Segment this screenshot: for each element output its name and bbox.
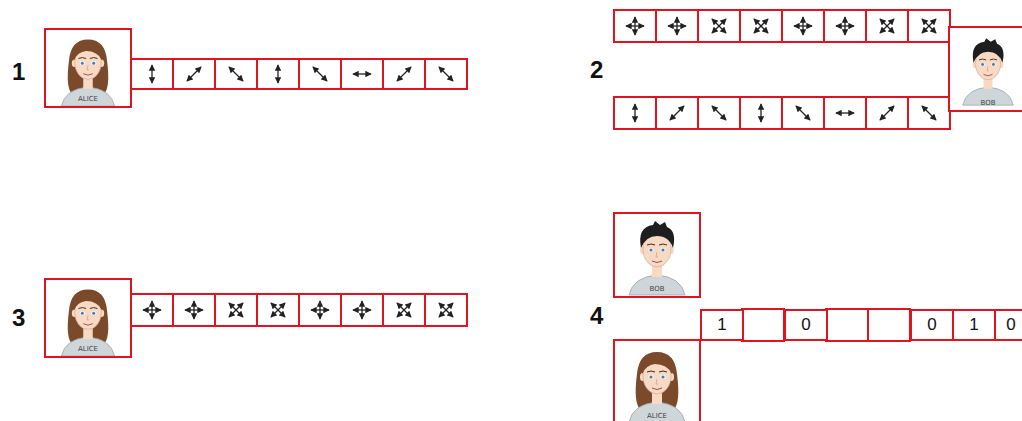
bit-value: 0 [1006,315,1015,335]
name-tag: BOB [650,285,665,293]
step-number: 1 [12,58,25,86]
bit-cell: 1 [952,309,996,341]
step-number: 4 [590,302,603,330]
bit-value: 0 [927,315,936,335]
avatar-illustration [615,341,699,421]
name-tag: ALICE [78,345,98,353]
name-tag: BOB [981,99,996,107]
step-number: 2 [590,56,603,84]
bit-cell: 0 [784,309,828,341]
bit-value: 0 [801,315,810,335]
avatar-illustration [46,280,130,356]
person-avatar: BOB [948,26,1022,112]
avatar-illustration [950,28,1022,110]
bit-value: 1 [969,315,978,335]
bit-cell: 1 [700,309,744,341]
name-tag: ALICE [78,95,98,103]
person-avatar: BOB [613,212,701,298]
person-avatar: ALICE [613,339,701,421]
person-avatar: ALICE [44,28,132,108]
bit-cell: 0 [910,309,954,341]
person-avatar: ALICE [44,278,132,358]
name-tag: ALICE [647,412,667,420]
step-number: 3 [12,304,25,332]
avatar-illustration [46,30,130,106]
avatar-illustration [615,214,699,296]
bit-value: 1 [717,315,726,335]
bit-cell: 0 [994,309,1022,341]
